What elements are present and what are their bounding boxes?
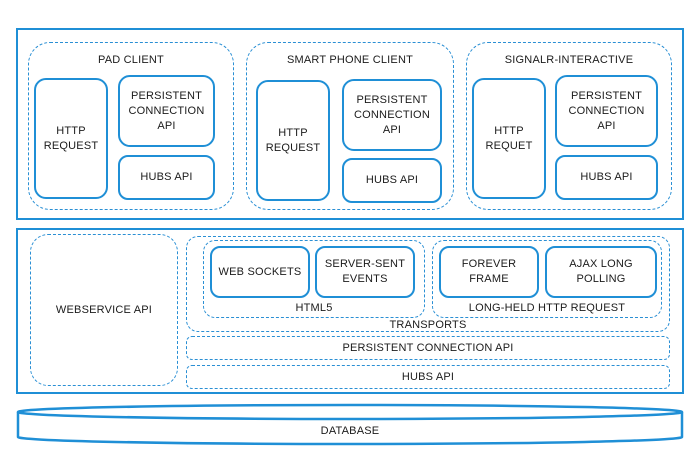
pad-persistent-connection-label: PERSISTENT CONNECTION API bbox=[128, 89, 205, 132]
clients-panel bbox=[16, 28, 684, 220]
ajax-long-polling-box: AJAX LONG POLLING bbox=[545, 246, 657, 298]
web-sockets-box: WEB SOCKETS bbox=[210, 246, 310, 298]
ajax-long-polling-label: AJAX LONG POLLING bbox=[569, 258, 633, 285]
web-sockets-label: WEB SOCKETS bbox=[218, 265, 302, 278]
database-label: DATABASE bbox=[320, 425, 380, 437]
phone-hubs-api-box: HUBS API bbox=[342, 158, 442, 203]
signalr-hubs-api-label: HUBS API bbox=[580, 171, 633, 183]
signalr-interactive-group bbox=[466, 42, 672, 210]
pad-client-title: PAD CLIENT bbox=[98, 54, 164, 66]
phone-hubs-api-label: HUBS API bbox=[365, 174, 419, 186]
pad-hubs-api-label: HUBS API bbox=[140, 171, 193, 183]
smartphone-client-group bbox=[246, 42, 454, 210]
html5-label: HTML5 bbox=[295, 302, 333, 314]
phone-persistent-connection-label: PERSISTENT CONNECTION API bbox=[354, 93, 430, 136]
forever-frame-box: FOREVER FRAME bbox=[439, 246, 539, 298]
smartphone-client-title: SMART PHONE CLIENT bbox=[286, 54, 414, 66]
signalr-persistent-connection-box: PERSISTENT CONNECTION API bbox=[555, 75, 658, 147]
signalr-persistent-connection-label: PERSISTENT CONNECTION API bbox=[568, 89, 645, 132]
long-held-http-request-group bbox=[432, 240, 662, 318]
long-held-http-request-label: LONG-HELD HTTP REQUEST bbox=[468, 302, 626, 314]
signalr-hubs-api-box: HUBS API bbox=[555, 155, 658, 200]
webservice-api-label: WEBSERVICE API bbox=[55, 303, 153, 316]
persistent-connection-api-label: PERSISTENT CONNECTION API bbox=[342, 341, 514, 354]
phone-persistent-connection-box: PERSISTENT CONNECTION API bbox=[342, 79, 442, 151]
pad-persistent-connection-box: PERSISTENT CONNECTION API bbox=[118, 75, 215, 147]
html5-group bbox=[203, 240, 425, 318]
pad-http-request-box: HTTP REQUEST bbox=[34, 78, 108, 199]
webservice-api-box: WEBSERVICE API bbox=[30, 234, 178, 386]
signalr-http-request-box: HTTP REQUET bbox=[472, 78, 546, 199]
pad-client-group bbox=[28, 42, 234, 210]
persistent-connection-api-bar: PERSISTENT CONNECTION API bbox=[186, 336, 670, 360]
signalr-interactive-title: SIGNALR-INTERACTIVE bbox=[504, 54, 634, 66]
server-sent-events-label: SERVER-SENT EVENTS bbox=[324, 258, 406, 285]
phone-http-request-label: HTTP REQUEST bbox=[265, 126, 321, 154]
transports-label: TRANSPORTS bbox=[389, 319, 467, 331]
pad-hubs-api-box: HUBS API bbox=[118, 155, 215, 200]
server-sent-events-box: SERVER-SENT EVENTS bbox=[315, 246, 415, 298]
phone-http-request-box: HTTP REQUEST bbox=[256, 80, 330, 201]
transports-group bbox=[186, 236, 670, 332]
pad-http-request-label: HTTP REQUEST bbox=[43, 124, 99, 152]
hubs-api-bar: HUBS API bbox=[186, 365, 670, 389]
signalr-http-request-label: HTTP REQUET bbox=[485, 124, 533, 152]
forever-frame-label: FOREVER FRAME bbox=[461, 258, 517, 285]
hubs-api-label: HUBS API bbox=[401, 370, 455, 383]
server-panel bbox=[16, 228, 684, 394]
